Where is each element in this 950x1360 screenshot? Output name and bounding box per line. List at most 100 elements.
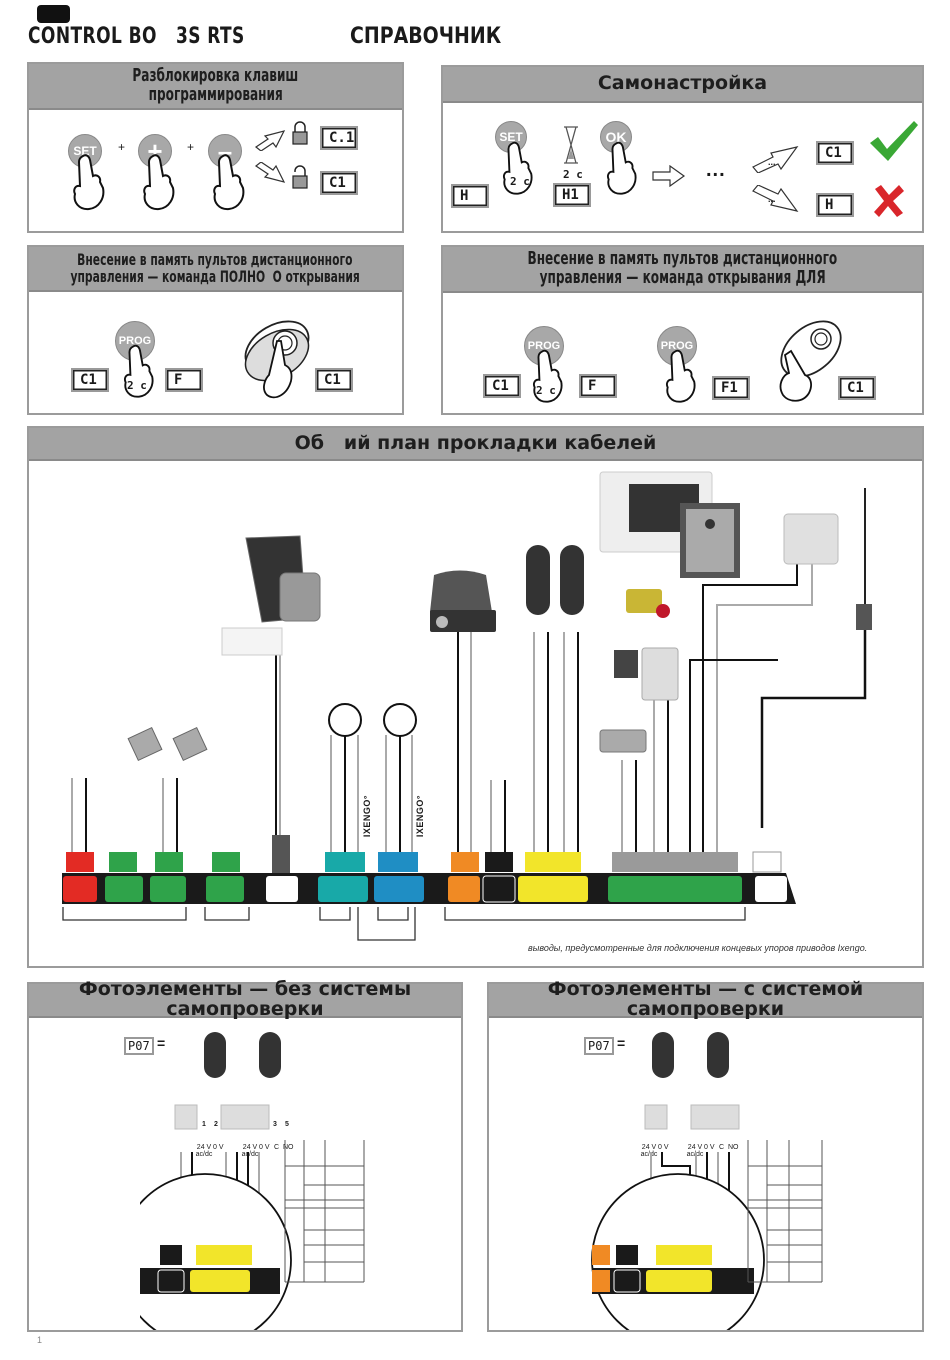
arrow-up-right-icon — [254, 130, 286, 151]
display-success: C1 — [816, 141, 854, 165]
remote-full-open-panel: Внесение в память пультов дистанционного… — [27, 245, 404, 415]
remote-control-icon — [779, 320, 842, 402]
equals-sign: = — [157, 1035, 166, 1051]
display-locked: C.1 — [320, 126, 358, 150]
hand-pointer-icon — [213, 154, 245, 211]
receiver-box-icon — [641, 647, 679, 701]
arrow-right-icon — [652, 165, 686, 187]
hand-pointer-icon — [533, 349, 563, 403]
display-fail: H — [816, 193, 854, 217]
page-number: 1 — [37, 1335, 43, 1345]
rx-label-4: NO — [283, 1144, 294, 1151]
hand-pointer-icon — [607, 141, 637, 195]
rx-label-2: 0 V — [259, 1144, 270, 1151]
battery-icon — [221, 627, 283, 656]
display-wait: H1 — [553, 183, 591, 207]
ixengo-label: IXENGO° — [362, 795, 372, 838]
display-final: C1 — [315, 368, 353, 392]
photocell-tx-icon — [652, 1032, 674, 1078]
tx-pin-2: 2 — [214, 1121, 218, 1128]
lock-open-icon — [292, 165, 308, 189]
display-before: C1 — [483, 374, 521, 398]
key-switch-icon — [783, 513, 839, 565]
hand-pointer-icon — [503, 141, 533, 195]
rx-label-1: 24 V ac/dc — [686, 1144, 704, 1159]
symbol-blocks — [63, 875, 787, 903]
tx-label-2: 0 V — [658, 1144, 669, 1151]
svg-text:...: ... — [768, 194, 776, 204]
panel-title: Самонастройка — [443, 67, 922, 103]
photocell-rx-icon — [707, 1032, 729, 1078]
rx-label-1: 24 V ac/dc — [241, 1144, 259, 1159]
antenna-icon — [856, 604, 872, 630]
arrow-down-right-icon — [254, 162, 286, 183]
rx-label-3: C — [274, 1144, 280, 1151]
hand-pointer-icon — [73, 154, 105, 211]
rx-label-4: NO — [728, 1144, 739, 1151]
plus-button[interactable]: + — [138, 134, 172, 168]
limit-switch-icon — [328, 703, 362, 737]
hand-pointer-icon — [143, 154, 175, 211]
tx-label-2: 0 V — [213, 1144, 224, 1151]
equals-sign: = — [617, 1035, 626, 1051]
tx-label-1: 24 V ac/dc — [640, 1144, 658, 1159]
lock-strike-icon — [614, 650, 638, 678]
arrow-success-icon: ... — [752, 146, 799, 173]
rx-label-2: 0 V — [704, 1144, 715, 1151]
document-title: CONTROL BO 3S RTS — [28, 24, 245, 49]
sensor-icon — [127, 726, 163, 762]
hold-time-label: 2 c — [127, 379, 147, 392]
param-display: P07 — [124, 1037, 154, 1055]
checkmark-icon — [870, 121, 918, 161]
hourglass-icon — [564, 126, 578, 164]
photocell-icon — [526, 545, 550, 615]
arrow-fail-icon: ... — [752, 185, 799, 212]
remote-partial-open-panel: Внесение в память пультов дистанционного… — [441, 245, 924, 415]
plus-sign: + — [187, 140, 195, 154]
solar-panel-icon — [245, 535, 321, 623]
hand-pointer-icon — [124, 344, 154, 398]
photocell-rx-icon — [259, 1032, 281, 1078]
hand-pointer-icon — [666, 349, 696, 403]
photocell-icon — [560, 545, 584, 615]
photocell-tx-icon — [204, 1032, 226, 1078]
terminal-blocks — [66, 835, 782, 873]
panel-title: Фотоэлементы — без системы самопроверки — [29, 979, 461, 1019]
panel-title: Внесение в память пультов дистанционного… — [443, 247, 922, 293]
emergency-stop-icon — [626, 589, 662, 613]
display-second: F1 — [712, 376, 750, 400]
remote-control-icon — [244, 320, 310, 399]
display-after: F — [579, 374, 617, 398]
photocells-no-test-panel: Фотоэлементы — без системы самопроверки … — [27, 979, 463, 1332]
photocell-wiring-magnifier — [140, 1104, 365, 1330]
lock-closed-icon — [292, 121, 308, 145]
wait-time-label: 2 c — [563, 168, 583, 181]
display-start: H — [451, 184, 489, 208]
flashing-light-icon — [430, 570, 496, 632]
display-before: C1 — [71, 368, 109, 392]
photocell-wiring-magnifier — [591, 1104, 823, 1330]
rx-pin-5: 5 — [285, 1121, 289, 1128]
wiring-footnote: выводы, предусмотренные для подключения … — [528, 943, 868, 953]
rx-label-3: C — [719, 1144, 725, 1151]
electric-lock-icon — [599, 729, 647, 753]
display-final: C1 — [838, 376, 876, 400]
display-after: F — [165, 368, 203, 392]
tx-pin-1: 1 — [202, 1121, 206, 1128]
tx-label-1: 24 V ac/dc — [195, 1144, 213, 1159]
cross-icon — [874, 185, 904, 217]
panel-title: Об ий план прокладки кабелей — [29, 428, 922, 461]
autotune-panel: Самонастройка H SET 2 c 2 c H1 OK ... ..… — [441, 65, 924, 233]
limit-switch-icon — [383, 703, 417, 737]
ixengo-label: IXENGO° — [415, 795, 425, 838]
panel-title: Фотоэлементы — с системой самопроверки — [489, 979, 922, 1019]
ellipsis: ... — [706, 159, 726, 181]
hold-time-label: 2 c — [510, 175, 530, 188]
hold-time-label: 2 c — [536, 384, 556, 397]
plus-sign: + — [118, 140, 126, 154]
logo-tab — [37, 5, 70, 23]
svg-text:...: ... — [768, 157, 776, 167]
display-unlocked: C1 — [320, 171, 358, 195]
